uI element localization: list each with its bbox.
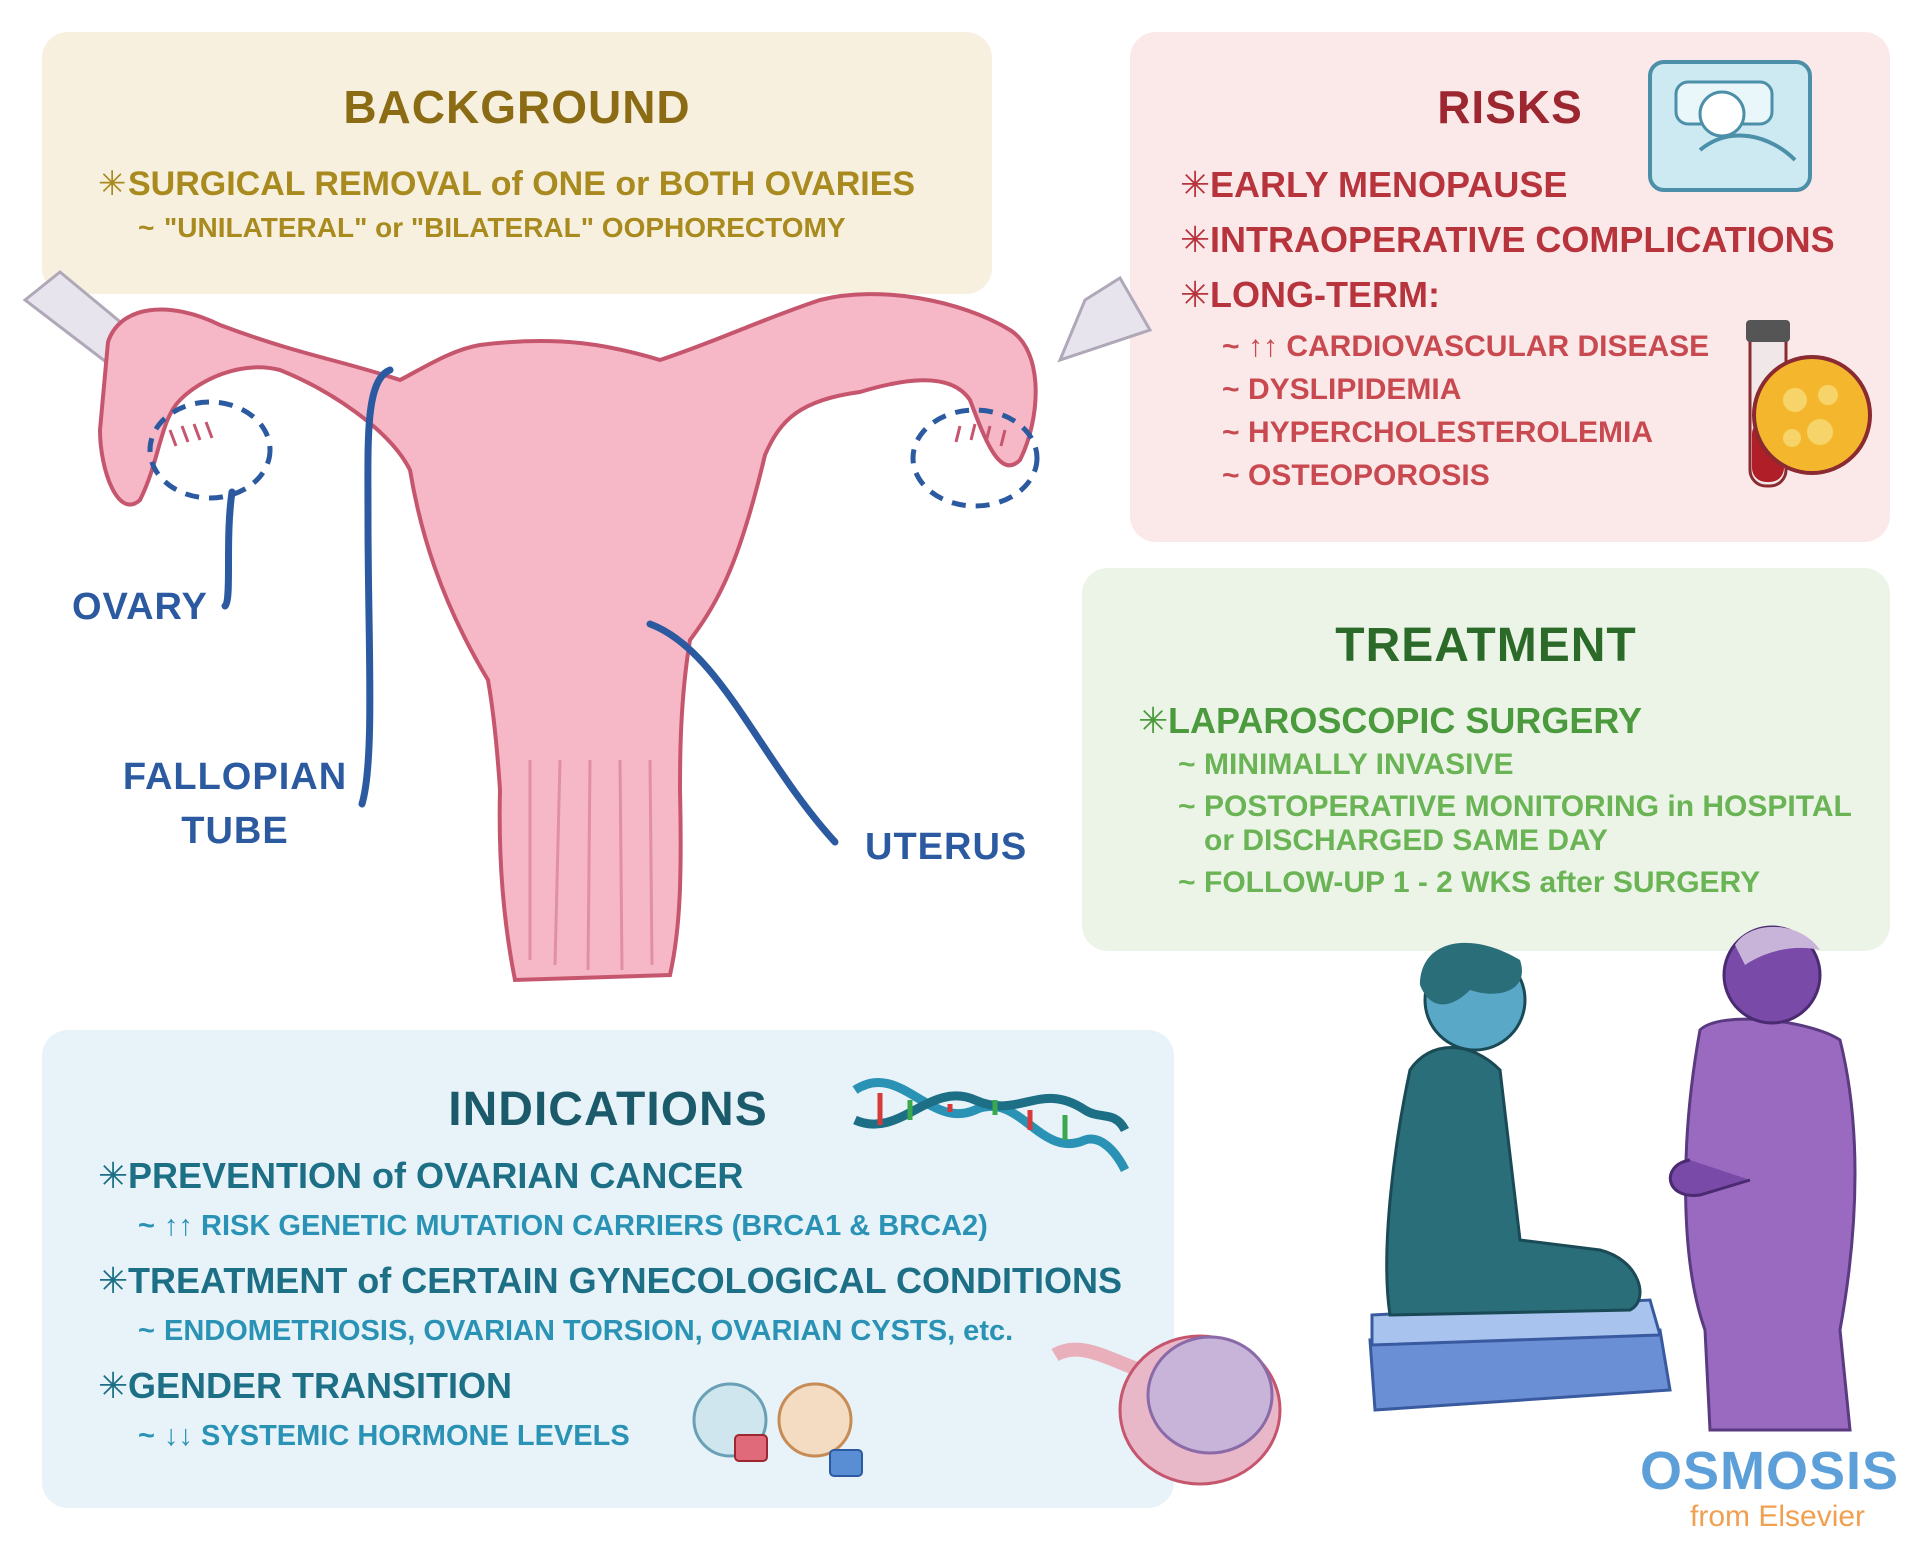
treatment-item-4: ~FOLLOW-UP 1 - 2 WKS after SURGERY [1178, 866, 1761, 899]
fallopian-label-line1: FALLOPIAN [122, 756, 348, 798]
treatment-item-0: ✳LAPAROSCOPIC SURGERY [1138, 700, 1643, 741]
osmosis-logo: OSMOSIS [1640, 1441, 1900, 1501]
tilde-icon: ~ [1178, 866, 1196, 899]
asterisk-icon: ✳ [1180, 274, 1211, 315]
treatment-item-2: ~POSTOPERATIVE MONITORING in HOSPITAL [1178, 790, 1852, 823]
asterisk-icon: ✳ [98, 1260, 129, 1301]
ovary-label: OVARY [72, 586, 208, 628]
tilde-icon: ~ [138, 1420, 155, 1452]
ovary-cyst-icon [1051, 1334, 1282, 1486]
tilde-icon: ~ [138, 1315, 155, 1347]
patient-doctor-illustration [1368, 925, 1857, 1432]
risks-title: RISKS [1437, 81, 1583, 133]
indications-item-2: ✳TREATMENT of CERTAIN GYNECOLOGICAL COND… [98, 1260, 1122, 1301]
fallopian-leader-line [358, 366, 394, 808]
risks-item-6: ~OSTEOPOROSIS [1222, 459, 1490, 492]
asterisk-icon: ✳ [1180, 164, 1211, 205]
osmosis-tagline: from Elsevier [1690, 1500, 1866, 1533]
fallopian-label-line2: TUBE [181, 810, 289, 852]
indications-title: INDICATIONS [448, 1083, 768, 1136]
tilde-icon: ~ [1178, 748, 1196, 781]
dna-icon [852, 1078, 1130, 1173]
background-panel: BACKGROUND ✳SURGICAL REMOVAL of ONE or B… [42, 32, 992, 294]
risks-item-2: ✳LONG-TERM: [1180, 274, 1440, 315]
asterisk-icon: ✳ [98, 1365, 129, 1406]
background-title: BACKGROUND [343, 81, 691, 133]
treatment-panel: TREATMENT ✳LAPAROSCOPIC SURGERY ~MINIMAL… [1082, 568, 1890, 951]
risks-item-3: ~↑↑ CARDIOVASCULAR DISEASE [1222, 330, 1710, 363]
blood-tube-icon [1746, 320, 1872, 488]
risks-item-0: ✳EARLY MENOPAUSE [1180, 164, 1568, 205]
tilde-icon: ~ [138, 212, 155, 243]
treatment-item-3: or DISCHARGED SAME DAY [1204, 824, 1608, 857]
background-item-1: ~"UNILATERAL" or "BILATERAL" OOPHORECTOM… [138, 212, 846, 243]
risks-item-1: ✳INTRAOPERATIVE COMPLICATIONS [1180, 219, 1835, 260]
treatment-item-1: ~MINIMALLY INVASIVE [1178, 748, 1514, 781]
indications-item-0: ✳PREVENTION of OVARIAN CANCER [98, 1155, 744, 1196]
hormone-cells-icon [692, 1382, 863, 1477]
tilde-icon: ~ [1178, 790, 1196, 823]
background-item-0: ✳SURGICAL REMOVAL of ONE or BOTH OVARIES [98, 165, 916, 203]
indications-item-4: ✳GENDER TRANSITION [98, 1365, 513, 1406]
indications-item-5: ~↓↓ SYSTEMIC HORMONE LEVELS [138, 1420, 630, 1452]
tilde-icon: ~ [1222, 373, 1240, 406]
tilde-icon: ~ [1222, 416, 1240, 449]
asterisk-icon: ✳ [98, 1155, 129, 1196]
tilde-icon: ~ [1222, 330, 1240, 363]
tilde-icon: ~ [138, 1210, 155, 1242]
hospital-bed-icon [1648, 60, 1812, 192]
tilde-icon: ~ [1222, 459, 1240, 492]
indications-item-1: ~↑↑ RISK GENETIC MUTATION CARRIERS (BRCA… [138, 1210, 988, 1242]
risks-item-5: ~HYPERCHOLESTEROLEMIA [1222, 416, 1654, 449]
ovary-leader-line [221, 488, 236, 610]
uterus-label: UTERUS [865, 826, 1028, 868]
asterisk-icon: ✳ [1180, 219, 1211, 260]
asterisk-icon: ✳ [1138, 700, 1169, 741]
treatment-title: TREATMENT [1335, 619, 1637, 672]
risks-item-4: ~DYSLIPIDEMIA [1222, 373, 1462, 406]
indications-item-3: ~ENDOMETRIOSIS, OVARIAN TORSION, OVARIAN… [138, 1315, 1014, 1347]
uterus-leader-line [646, 620, 839, 846]
asterisk-icon: ✳ [98, 165, 127, 203]
